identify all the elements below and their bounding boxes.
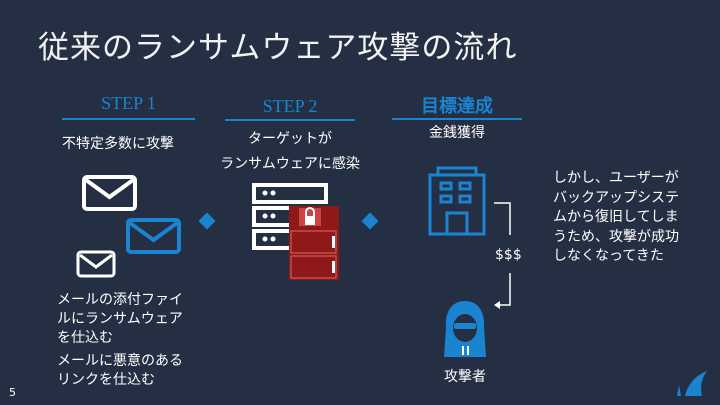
money-label: $$$ — [495, 247, 522, 263]
desc-line: メールに悪意のある — [57, 353, 183, 369]
note-text: しかし、ユーザーが バックアップシステ ムから復旧してしま うため、攻撃が成功 … — [553, 169, 679, 267]
arrow-diamond — [198, 212, 216, 230]
logo-icon — [677, 371, 707, 396]
step1-desc2: メールに悪意のある リンクを仕込む — [57, 352, 183, 390]
ransom-screen-icon — [289, 206, 339, 280]
desc-line: メールの添付ファイ — [57, 292, 183, 308]
email-icon-small — [76, 250, 116, 278]
goal-subtitle: 金銭獲得 — [429, 125, 485, 141]
note-line: しなくなってきた — [553, 248, 664, 264]
note-line: ムから復旧してしま — [553, 209, 679, 225]
step1-desc1: メールの添付ファイ ルにランサムウェア を仕込む — [57, 291, 183, 348]
step2-label: STEP 2 — [262, 96, 318, 116]
hacker-icon — [444, 301, 486, 357]
desc-line: リンクを仕込む — [57, 372, 155, 388]
step2-rule — [225, 119, 355, 121]
email-icon-blue — [126, 218, 181, 254]
flow-arrow — [494, 202, 511, 309]
page-number: 5 — [9, 386, 16, 399]
attacker-label: 攻撃者 — [444, 369, 486, 385]
subtitle-line: ランサムウェアに感染 — [220, 156, 360, 172]
subtitle-line: ターゲットが — [248, 131, 332, 147]
building-icon — [428, 166, 486, 236]
step1-rule — [62, 118, 195, 120]
arrow-diamond — [361, 212, 379, 230]
step2-subtitle: ターゲットが ランサムウェアに感染 — [210, 127, 370, 177]
step1-label: STEP 1 — [101, 93, 156, 113]
email-icon — [82, 175, 137, 211]
note-line: しかし、ユーザーが — [553, 170, 679, 186]
note-line: うため、攻撃が成功 — [553, 228, 679, 245]
step1-subtitle: 不特定多数に攻撃 — [62, 136, 174, 152]
desc-line: ルにランサムウェア — [57, 311, 183, 327]
note-line: バックアップシステ — [553, 189, 679, 206]
page-title: 従来のランサムウェア攻撃の流れ — [38, 30, 518, 66]
goal-rule — [392, 118, 522, 120]
goal-label: 目標達成 — [421, 96, 493, 117]
desc-line: を仕込む — [57, 330, 113, 346]
